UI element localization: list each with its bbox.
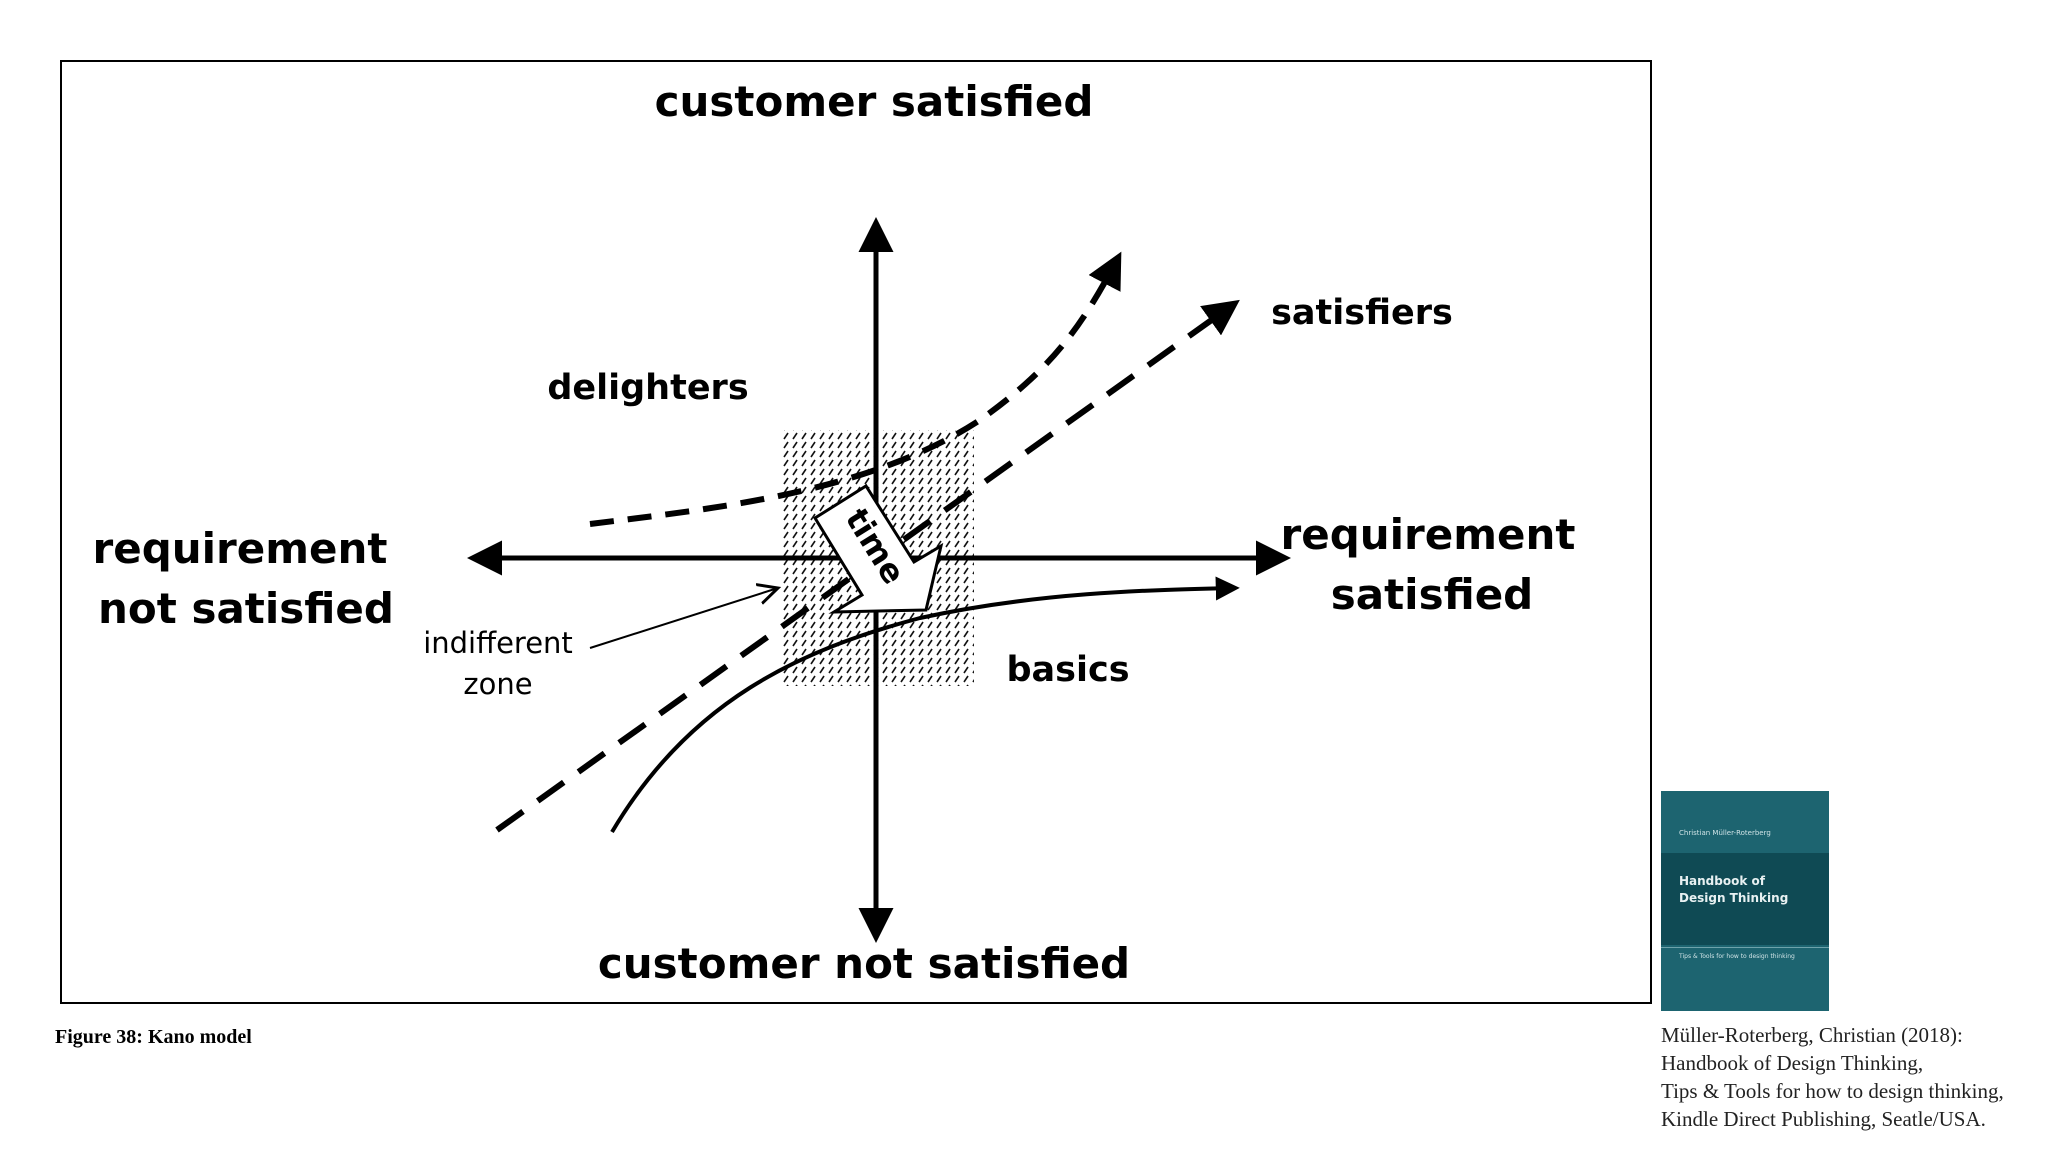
book-cover-image: Christian Müller-Roterberg Handbook of D…	[1661, 791, 1829, 1011]
delighters-label: delighters	[547, 368, 748, 408]
top-label: customer satisfied	[655, 77, 1094, 126]
right-label-line2: satisfied	[1331, 570, 1534, 619]
satisfiers-label: satisfiers	[1271, 293, 1453, 333]
book-cover-subtitle: Tips & Tools for how to design thinking	[1679, 953, 1795, 960]
basics-curve	[610, 576, 1240, 834]
book-cover-title: Handbook of Design Thinking	[1679, 874, 1789, 905]
book-cover-band: Handbook of Design Thinking	[1661, 853, 1829, 945]
book-citation: Müller-Roterberg, Christian (2018): Hand…	[1661, 1021, 2041, 1133]
book-cover-author: Christian Müller-Roterberg	[1679, 829, 1771, 837]
indifferent-zone-label-line2: zone	[463, 667, 532, 701]
right-label-line1: requirement	[1281, 510, 1576, 559]
delighters-curve	[589, 251, 1122, 527]
diagram-frame	[60, 60, 1652, 1004]
citation-line-4: Kindle Direct Publishing, Seatle/USA.	[1661, 1107, 1986, 1131]
left-label-line2: not satisfied	[98, 584, 394, 633]
left-label-line1: requirement	[93, 524, 388, 573]
figure-caption: Figure 38: Kano model	[55, 1026, 252, 1048]
indifferent-zone-pointer	[589, 588, 778, 649]
book-cover-divider	[1661, 947, 1829, 948]
citation-line-1: Müller-Roterberg, Christian (2018):	[1661, 1023, 1963, 1047]
indifferent-zone-label-line1: indifferent	[423, 626, 573, 660]
citation-line-2: Handbook of Design Thinking,	[1661, 1051, 1924, 1075]
bottom-label: customer not satisfied	[598, 939, 1130, 988]
citation-line-3: Tips & Tools for how to design thinking,	[1661, 1079, 2004, 1103]
basics-label: basics	[1006, 650, 1129, 690]
